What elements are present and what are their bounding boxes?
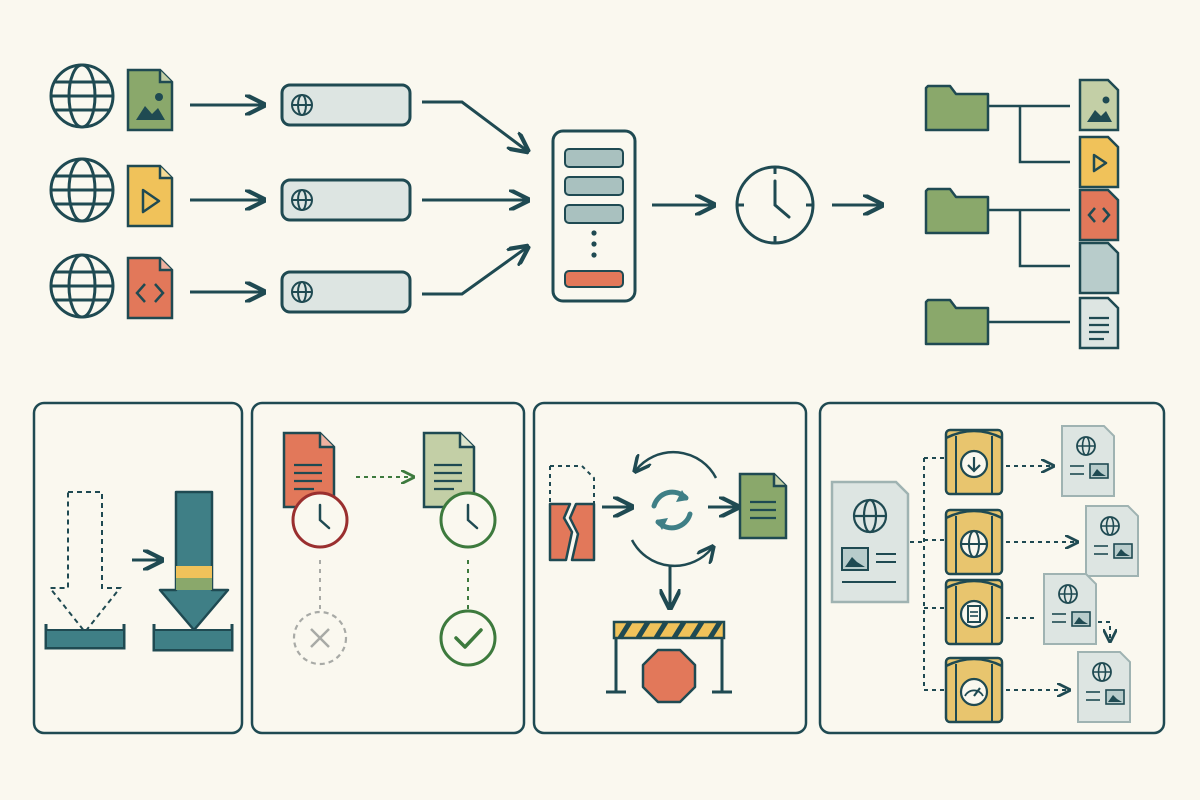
timer-icon [291, 491, 349, 549]
folder-icon [924, 298, 990, 346]
stop-sign-icon [641, 648, 697, 704]
video-file-icon [126, 164, 174, 228]
source-row-1 [49, 63, 262, 132]
text-file-icon [422, 431, 476, 509]
globe-icon [291, 94, 313, 116]
cancel-icon [292, 610, 348, 666]
code-file-icon [1078, 188, 1120, 242]
folder-tree [924, 78, 1120, 350]
video-file-icon [1078, 135, 1120, 189]
panel-parallel-gates [818, 401, 1166, 735]
panel-retry [532, 401, 808, 735]
image-file-icon [1078, 78, 1120, 132]
speedometer-icon [959, 677, 989, 707]
text-file-icon [738, 472, 788, 540]
globe-icon [291, 281, 313, 303]
refresh-icon [651, 489, 693, 531]
url-bar-1 [280, 83, 412, 127]
text-file-icon [1078, 296, 1120, 350]
clock-icon [735, 165, 815, 245]
web-page-file-icon [1077, 651, 1131, 723]
queue-item [564, 148, 624, 168]
arrow-url-1-to-queue [422, 100, 526, 150]
panel-resume-download [32, 401, 244, 735]
source-row-3 [49, 253, 262, 320]
check-icon [439, 609, 497, 667]
download-arrow-icon [152, 490, 234, 652]
download-arrow-icon-partial [44, 491, 126, 650]
globe-icon [49, 253, 115, 319]
url-bar-3 [280, 270, 412, 314]
arrow-url-3-to-queue [422, 248, 526, 296]
web-page-file-icon [1043, 573, 1097, 645]
panel-timeout [250, 401, 526, 735]
gate-icon-document [944, 578, 1004, 646]
url-bar-2 [280, 178, 412, 222]
folder-icon [924, 84, 990, 132]
globe-icon [49, 63, 115, 129]
source-row-2 [49, 157, 262, 228]
barrier-icon [606, 620, 732, 694]
folder-icon [924, 187, 990, 235]
globe-icon [49, 157, 115, 223]
blank-file-icon [1078, 241, 1120, 295]
web-page-file-icon [830, 480, 910, 604]
globe-icon [291, 189, 313, 211]
code-file-icon [126, 256, 174, 320]
web-page-file-icon [1085, 505, 1139, 577]
queue-item-failed [564, 270, 624, 288]
queue-item [564, 176, 624, 196]
gate-icon-download [944, 428, 1004, 496]
image-file-icon [126, 68, 174, 132]
queue-item [564, 204, 624, 224]
timer-icon [439, 491, 497, 549]
broken-file-icon [548, 465, 596, 562]
gate-icon-globe [944, 508, 1004, 576]
web-page-file-icon [1061, 425, 1115, 497]
gate-icon-speed [944, 656, 1004, 724]
download-queue [551, 129, 637, 303]
text-file-icon [282, 431, 336, 509]
